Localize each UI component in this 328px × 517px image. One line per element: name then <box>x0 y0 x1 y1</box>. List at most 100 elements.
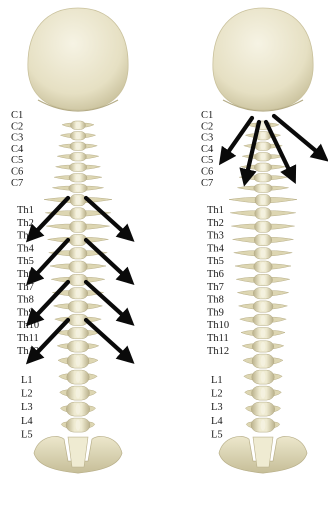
thoracic-spinous <box>261 342 266 351</box>
thoracic-spinous <box>261 222 266 231</box>
vertebra-label: Th9 <box>17 307 34 318</box>
cervical-spinous <box>76 174 81 181</box>
vertebra-label: C2 <box>11 121 23 132</box>
cervical-spinous <box>76 185 81 192</box>
lumbar-vertebra <box>60 402 95 416</box>
vertebra-label: Th8 <box>17 295 34 306</box>
vertebra-label: C7 <box>11 178 23 189</box>
arrow-down-right <box>86 320 128 358</box>
thoracic-spinous <box>261 302 266 311</box>
thoracic-vertebra <box>236 274 290 285</box>
lumbar-spinous <box>261 404 266 415</box>
lumbar-vertebra <box>61 418 95 432</box>
vertebra-label: Th4 <box>207 243 225 254</box>
cervical-spinous <box>76 143 81 150</box>
right-spine-figure: C1C2C3C4C5C6C7Th1Th2Th3Th4Th5Th6Th7Th8Th… <box>201 8 322 473</box>
vertebra-label: L4 <box>211 416 223 427</box>
thoracic-vertebra <box>229 195 297 206</box>
vertebra-label: L4 <box>21 416 33 427</box>
arrow-down-left <box>32 282 68 320</box>
arrow-down-right <box>86 240 128 279</box>
vertebra-label: C1 <box>201 110 213 121</box>
cervical-vertebra <box>237 184 288 193</box>
thoracic-spinous <box>76 222 81 231</box>
lumbar-vertebra <box>243 354 283 368</box>
vertebra-label: Th9 <box>207 307 224 318</box>
thoracic-vertebra <box>44 195 112 206</box>
vertebra-label: Th7 <box>17 282 34 293</box>
skull-cranium <box>28 8 128 110</box>
vertebra-label: C5 <box>11 155 23 166</box>
thoracic-spinous <box>261 275 266 284</box>
cervical-spinous <box>76 153 81 160</box>
cervical-spinous <box>261 164 266 171</box>
thoracic-vertebra <box>57 341 99 352</box>
lumbar-vertebra <box>59 370 97 384</box>
lumbar-spinous <box>261 356 266 367</box>
thoracic-spinous <box>76 289 81 298</box>
cervical-vertebra <box>62 121 94 130</box>
vertebra-label: Th11 <box>17 333 39 344</box>
cervical-vertebra <box>56 163 101 172</box>
vertebra-label: L2 <box>21 389 33 400</box>
cervical-vertebra <box>52 184 103 193</box>
thoracic-spinous <box>261 209 266 218</box>
cervical-spinous <box>261 174 266 181</box>
thoracic-spinous <box>261 289 266 298</box>
vertebra-label: L3 <box>211 402 223 413</box>
thoracic-spinous <box>261 249 266 258</box>
thoracic-spinous <box>261 262 266 271</box>
cervical-spinous <box>76 132 81 139</box>
arrow-down-left <box>32 240 68 279</box>
vertebra-label: C6 <box>11 167 23 178</box>
thoracic-vertebra <box>231 221 294 232</box>
thoracic-vertebra <box>241 328 285 339</box>
thoracic-vertebra <box>233 234 294 245</box>
vertebra-label: C5 <box>201 155 213 166</box>
cervical-vertebra <box>60 132 95 141</box>
thoracic-spinous <box>76 235 81 244</box>
thoracic-spinous <box>76 315 81 324</box>
vertebra-label: Th12 <box>207 346 229 357</box>
vertebra-label: C3 <box>201 133 213 144</box>
thoracic-vertebra <box>234 248 292 259</box>
vertebra-label: Th10 <box>207 320 229 331</box>
thoracic-spinous <box>261 315 266 324</box>
arrow-down-right <box>86 198 128 236</box>
skull-cranium <box>213 8 313 110</box>
arrow-fan-left <box>224 118 252 158</box>
arrow-down-right <box>86 282 128 320</box>
cervical-vertebra <box>57 153 99 162</box>
lumbar-spinous <box>76 356 81 367</box>
cervical-spinous <box>76 122 81 129</box>
skull <box>213 8 313 111</box>
thoracic-spinous <box>261 195 266 204</box>
vertebra-label: Th11 <box>207 333 229 344</box>
vertebra-label: C6 <box>201 167 213 178</box>
thoracic-vertebra <box>240 314 286 325</box>
thoracic-spinous <box>261 328 266 337</box>
thoracic-vertebra <box>46 221 109 232</box>
thoracic-spinous <box>76 209 81 218</box>
lumbar-spinous <box>261 388 266 399</box>
pelvis <box>219 436 307 473</box>
vertebra-label: Th8 <box>207 295 224 306</box>
vertebra-label: C4 <box>201 144 214 155</box>
vertebra-label: C1 <box>11 110 23 121</box>
vertebra-label: Th1 <box>207 205 224 216</box>
thoracic-spinous <box>76 342 81 351</box>
lumbar-spinous <box>261 420 266 431</box>
vertebra-label: L1 <box>21 375 33 386</box>
thoracic-spinous <box>76 249 81 258</box>
vertebra-label: Th3 <box>207 231 224 242</box>
lumbar-vertebra <box>244 370 282 384</box>
thoracic-spinous <box>76 262 81 271</box>
vertebra-label: Th5 <box>17 256 34 267</box>
vertebra-label: C7 <box>201 178 213 189</box>
cervical-spinous <box>261 132 266 139</box>
lumbar-vertebra <box>60 386 97 400</box>
thoracic-vertebra <box>48 234 109 245</box>
vertebra-label: Th10 <box>17 320 39 331</box>
vertebra-label: C2 <box>201 121 213 132</box>
